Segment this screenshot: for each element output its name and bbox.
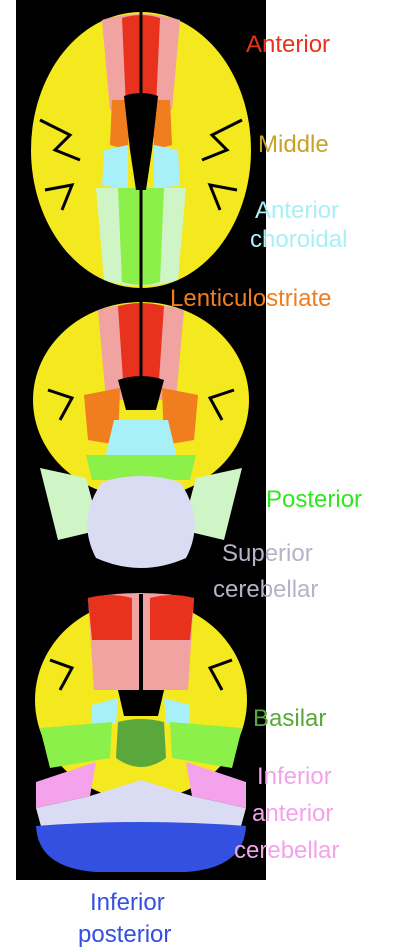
basilar-territory-lower (116, 719, 166, 767)
label-inferior-anterior-cerebellar-line2: anterior (252, 800, 333, 827)
label-inferior-posterior-line1: Inferior (90, 889, 165, 916)
superior-cerebellar-territory-middle (87, 476, 194, 568)
anterior-territory-lower-right (150, 595, 194, 640)
label-basilar: Basilar (253, 705, 326, 732)
anterior-choroidal-territory-upper-left (102, 145, 128, 190)
label-inferior-anterior-cerebellar-line1: Inferior (257, 763, 332, 790)
axial-slice-middle (33, 300, 249, 568)
inferior-posterior-territory-lower (36, 822, 246, 872)
label-superior-cerebellar-line2: cerebellar (213, 576, 318, 603)
label-anterior-choroidal-line1: Anterior (255, 197, 339, 224)
label-inferior-anterior-cerebellar-line3: cerebellar (234, 837, 339, 864)
label-superior-cerebellar-line1: Superior (222, 540, 313, 567)
label-middle: Middle (258, 131, 329, 158)
anterior-territory-lower (88, 595, 132, 640)
label-anterior: Anterior (246, 31, 330, 58)
axial-slice-lower (35, 593, 247, 872)
label-posterior: Posterior (266, 486, 362, 513)
label-lenticulostriate: Lenticulostriate (170, 285, 331, 312)
label-inferior-posterior-line2: posterior (78, 921, 171, 948)
axial-slice-upper (31, 12, 251, 288)
label-anterior-choroidal-line2: choroidal (250, 226, 347, 253)
anterior-choroidal-territory-upper-right (154, 145, 180, 190)
